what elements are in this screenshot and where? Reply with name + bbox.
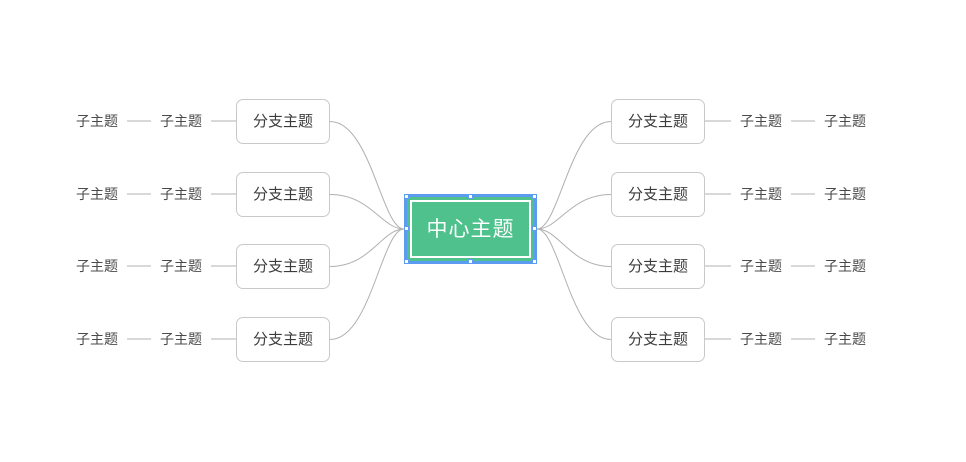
branch-topic-label: 分支主题	[627, 186, 688, 203]
edge-center-to-left-2	[329, 194, 405, 230]
sub-topic-node-right-3-1[interactable]: 子主题	[731, 256, 791, 276]
edge-center-to-right-3	[536, 228, 612, 267]
sub-topic-node-left-3-1[interactable]: 子主题	[151, 256, 211, 276]
edge-center-to-left-1	[329, 121, 405, 230]
branch-topic-label: 分支主题	[627, 113, 688, 130]
sub-topic-label: 子主题	[160, 113, 202, 129]
branch-topic-node-right-2[interactable]: 分支主题	[611, 172, 705, 217]
sub-topic-label: 子主题	[160, 186, 202, 202]
sub-topic-node-right-4-2[interactable]: 子主题	[815, 329, 875, 349]
sub-topic-label: 子主题	[824, 186, 866, 202]
branch-topic-label: 分支主题	[252, 331, 313, 348]
sub-topic-node-left-1-2[interactable]: 子主题	[67, 111, 127, 131]
sub-topic-node-right-2-2[interactable]: 子主题	[815, 184, 875, 204]
sub-topic-node-left-4-1[interactable]: 子主题	[151, 329, 211, 349]
sub-topic-label: 子主题	[740, 186, 782, 202]
sub-topic-label: 子主题	[824, 113, 866, 129]
branch-topic-node-left-1[interactable]: 分支主题	[236, 99, 330, 144]
branch-topic-node-right-3[interactable]: 分支主题	[611, 244, 705, 289]
branch-topic-label: 分支主题	[252, 258, 313, 275]
edge-center-to-left-4	[329, 228, 405, 340]
central-topic-label: 中心主题	[426, 217, 515, 241]
resize-handle-top-center[interactable]	[467, 194, 473, 199]
edge-center-to-left-3	[329, 228, 405, 267]
resize-handle-top-right[interactable]	[532, 194, 537, 199]
central-topic-node[interactable]: 中心主题	[404, 194, 537, 264]
resize-handle-bottom-left[interactable]	[404, 259, 409, 264]
sub-topic-label: 子主题	[160, 331, 202, 347]
sub-topic-node-left-4-2[interactable]: 子主题	[67, 329, 127, 349]
branch-topic-label: 分支主题	[252, 186, 313, 203]
resize-handle-top-left[interactable]	[404, 194, 409, 199]
resize-handle-left-center[interactable]	[404, 226, 409, 231]
sub-topic-label: 子主题	[740, 113, 782, 129]
sub-topic-label: 子主题	[76, 258, 118, 274]
sub-topic-label: 子主题	[824, 258, 866, 274]
resize-handle-right-center[interactable]	[532, 226, 537, 231]
branch-topic-node-right-1[interactable]: 分支主题	[611, 99, 705, 144]
branch-topic-label: 分支主题	[627, 258, 688, 275]
branch-topic-node-left-2[interactable]: 分支主题	[236, 172, 330, 217]
sub-topic-node-right-1-2[interactable]: 子主题	[815, 111, 875, 131]
sub-topic-node-right-4-1[interactable]: 子主题	[731, 329, 791, 349]
sub-topic-node-left-2-1[interactable]: 子主题	[151, 184, 211, 204]
branch-topic-node-left-3[interactable]: 分支主题	[236, 244, 330, 289]
edge-center-to-right-2	[536, 194, 612, 230]
sub-topic-label: 子主题	[160, 258, 202, 274]
sub-topic-node-left-1-1[interactable]: 子主题	[151, 111, 211, 131]
resize-handle-bottom-center[interactable]	[467, 259, 473, 264]
sub-topic-label: 子主题	[740, 331, 782, 347]
sub-topic-node-right-2-1[interactable]: 子主题	[731, 184, 791, 204]
branch-topic-node-right-4[interactable]: 分支主题	[611, 317, 705, 362]
branch-topic-label: 分支主题	[252, 113, 313, 130]
sub-topic-label: 子主题	[76, 113, 118, 129]
branch-topic-label: 分支主题	[627, 331, 688, 348]
sub-topic-node-right-3-2[interactable]: 子主题	[815, 256, 875, 276]
sub-topic-node-right-1-1[interactable]: 子主题	[731, 111, 791, 131]
edge-center-to-right-4	[536, 228, 612, 340]
resize-handle-bottom-right[interactable]	[532, 259, 537, 264]
sub-topic-label: 子主题	[76, 186, 118, 202]
sub-topic-label: 子主题	[76, 331, 118, 347]
sub-topic-label: 子主题	[824, 331, 866, 347]
edge-center-to-right-1	[536, 121, 612, 230]
branch-topic-node-left-4[interactable]: 分支主题	[236, 317, 330, 362]
sub-topic-node-left-3-2[interactable]: 子主题	[67, 256, 127, 276]
sub-topic-node-left-2-2[interactable]: 子主题	[67, 184, 127, 204]
sub-topic-label: 子主题	[740, 258, 782, 274]
